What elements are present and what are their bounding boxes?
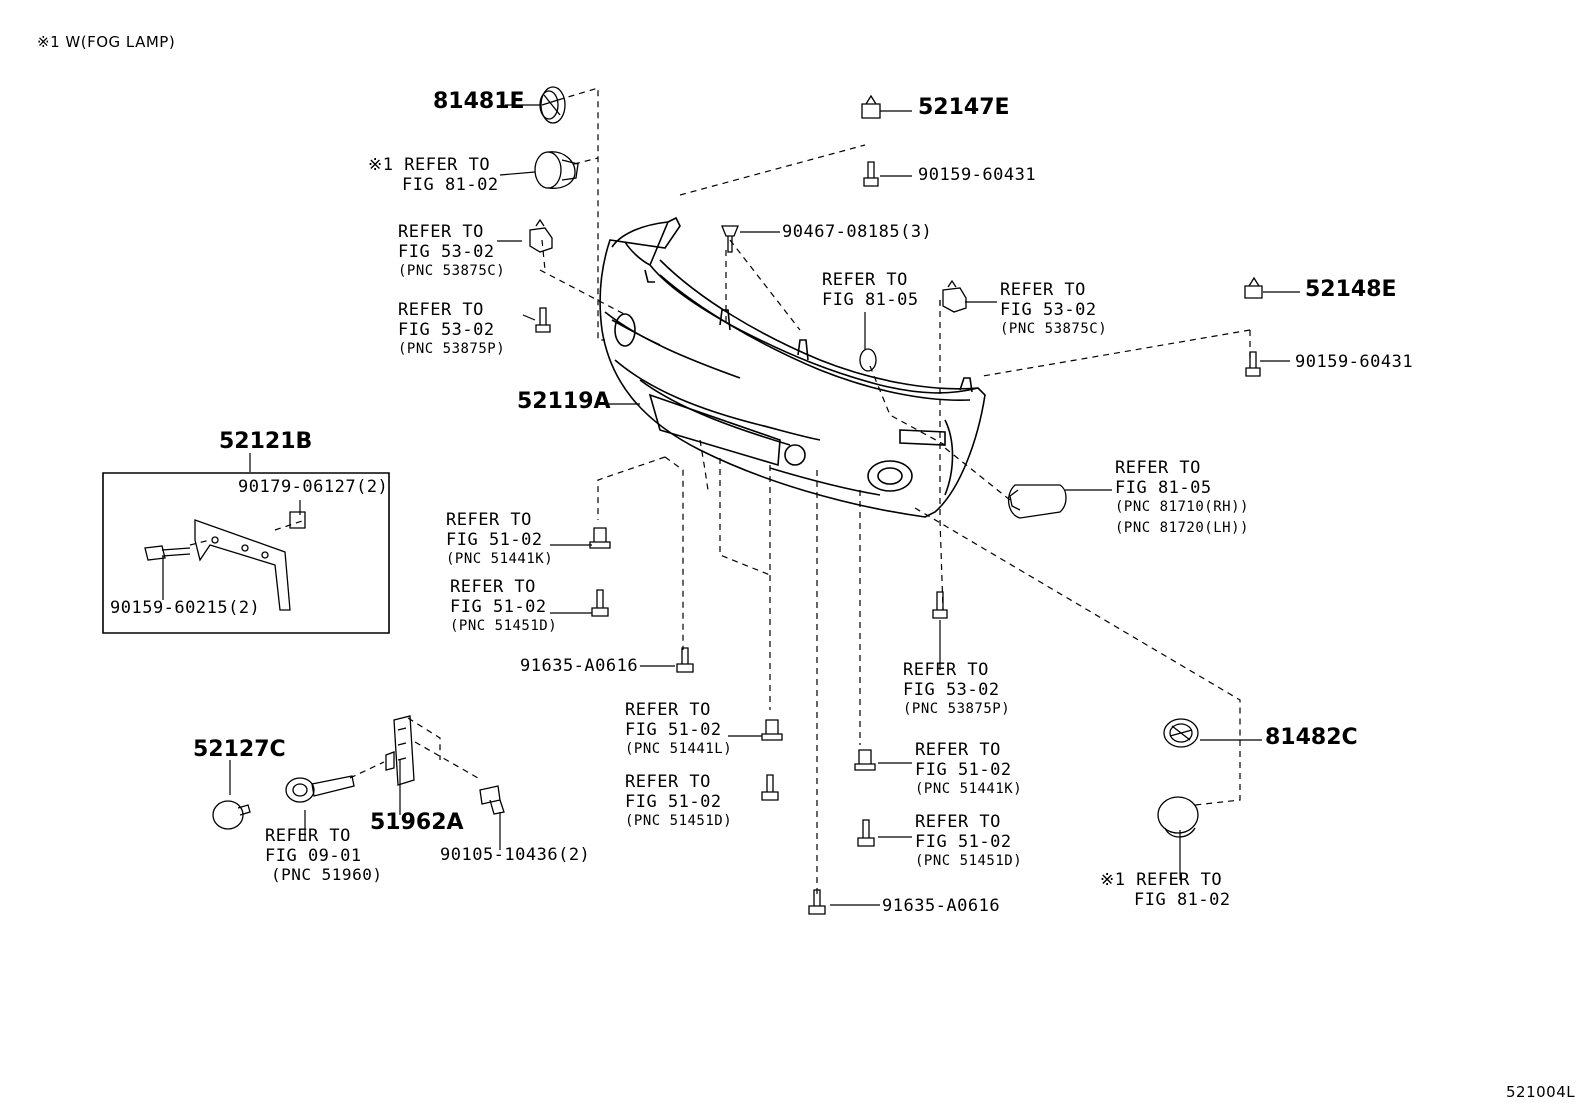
ref-pnc: (PNC 51960) [271, 865, 383, 884]
ref-51451d-right[interactable]: REFER TO FIG 51-02 (PNC 51451D) [915, 812, 1022, 870]
part-91635-a0616-left[interactable]: 91635-A0616 [520, 656, 639, 676]
fog-lamp-bottom-drawing [1158, 797, 1198, 837]
ref-fig: FIG 81-05 [822, 290, 919, 310]
bumper-cover-drawing [600, 218, 985, 517]
ref-line: REFER TO [1000, 280, 1086, 300]
part-51962a[interactable]: 51962A [370, 810, 464, 835]
ref-53875p-right[interactable]: REFER TO FIG 53-02 (PNC 53875P) [903, 660, 1010, 718]
ref-pnc: (PNC 51451D) [625, 813, 733, 829]
ref-fig: FIG 09-01 [265, 846, 362, 866]
ref-pnc: (PNC 51441K) [446, 551, 554, 567]
bracket-inset [103, 473, 389, 633]
ref-pnc: (PNC 53875P) [903, 701, 1011, 717]
figure-code: 521004L [1506, 1083, 1576, 1101]
ref-fig: FIG 81-05 [1115, 478, 1212, 498]
part-52119a[interactable]: 52119A [517, 389, 611, 414]
ref-53875c-left[interactable]: REFER TO FIG 53-02 (PNC 53875C) [398, 222, 505, 280]
ref-line: REFER TO [625, 700, 711, 720]
ref-53875p-left[interactable]: REFER TO FIG 53-02 (PNC 53875P) [398, 300, 505, 358]
fasteners [530, 87, 1262, 914]
part-90179-06127[interactable]: 90179-06127(2) [238, 477, 389, 497]
ref-fig: FIG 53-02 [1000, 300, 1097, 320]
part-81481e[interactable]: 81481E [433, 89, 525, 114]
ref-51451d-mid[interactable]: REFER TO FIG 51-02 (PNC 51451D) [625, 772, 732, 830]
ref-line: REFER TO [1115, 458, 1201, 478]
ref-53875c-right[interactable]: REFER TO FIG 53-02 (PNC 53875C) [1000, 280, 1107, 338]
part-81482c[interactable]: 81482C [1265, 725, 1358, 750]
part-52148e[interactable]: 52148E [1305, 277, 1397, 302]
fog-mark-top: ※1 [368, 155, 394, 175]
fog-lamp-top-drawing [535, 152, 578, 189]
ref-pnc: (PNC 53875C) [398, 263, 506, 279]
ref-81-05-mid[interactable]: REFER TO FIG 81-05 [822, 270, 919, 310]
ref-line: REFER TO [1136, 870, 1223, 890]
part-90105-10436[interactable]: 90105-10436(2) [440, 845, 591, 865]
ref-pnc: (PNC 51451D) [450, 618, 558, 634]
ref-line: REFER TO [404, 155, 491, 175]
ref-fig: FIG 81-02 [402, 175, 499, 195]
ref-line: REFER TO [915, 812, 1001, 832]
ref-pnc: (PNC 81710(RH)) [1115, 499, 1249, 515]
ref-fog-lamp-top[interactable]: ※1 REFER TO FIG 81-02 [368, 155, 499, 195]
ref-line: REFER TO [903, 660, 989, 680]
ref-pnc: (PNC 81720(LH)) [1115, 520, 1249, 536]
ref-line: REFER TO [398, 222, 484, 242]
ref-line: REFER TO [625, 772, 711, 792]
ref-fig: FIG 51-02 [625, 792, 722, 812]
ref-51441k-left[interactable]: REFER TO FIG 51-02 (PNC 51441K) [446, 510, 553, 568]
part-52121b[interactable]: 52121B [219, 429, 313, 454]
ref-line: REFER TO [450, 577, 536, 597]
ref-line: REFER TO [265, 826, 351, 846]
ref-fig: FIG 53-02 [903, 680, 1000, 700]
ref-fig: FIG 51-02 [915, 760, 1012, 780]
ref-pnc: (PNC 53875C) [1000, 321, 1108, 337]
ref-pnc: (PNC 53875P) [398, 341, 506, 357]
ref-fig: FIG 53-02 [398, 242, 495, 262]
part-90159-60215[interactable]: 90159-60215(2) [110, 598, 261, 618]
ref-51441l[interactable]: REFER TO FIG 51-02 (PNC 51441L) [625, 700, 732, 758]
ref-pnc: (PNC 51441K) [915, 781, 1023, 797]
part-91635-a0616-bottom[interactable]: 91635-A0616 [882, 896, 1001, 916]
fog-mark-bottom: ※1 [1100, 870, 1126, 890]
ref-pnc: (PNC 51441L) [625, 741, 733, 757]
ref-09-01[interactable]: REFER TO FIG 09-01 (PNC 51960) [265, 826, 382, 884]
tow-hook-group [213, 716, 504, 829]
ref-51441k-right[interactable]: REFER TO FIG 51-02 (PNC 51441K) [915, 740, 1022, 798]
part-52127c[interactable]: 52127C [193, 737, 286, 762]
part-90159-60431-top[interactable]: 90159-60431 [918, 165, 1037, 185]
ref-fog-lamp-bottom[interactable]: ※1 REFER TO FIG 81-02 [1100, 870, 1231, 910]
ref-line: REFER TO [398, 300, 484, 320]
cover-81481e-drawing [540, 87, 565, 123]
ref-81-05-right[interactable]: REFER TO FIG 81-05 (PNC 81710(RH)) (PNC … [1115, 458, 1249, 537]
ref-line: REFER TO [822, 270, 908, 290]
part-90467-08185[interactable]: 90467-08185(3) [782, 222, 933, 242]
ref-line: REFER TO [446, 510, 532, 530]
ref-51451d-left[interactable]: REFER TO FIG 51-02 (PNC 51451D) [450, 577, 557, 635]
cover-81482c-drawing [1164, 719, 1198, 747]
ref-fig: FIG 51-02 [446, 530, 543, 550]
ref-fig: FIG 51-02 [625, 720, 722, 740]
ref-fig: FIG 53-02 [398, 320, 495, 340]
part-52147e[interactable]: 52147E [918, 95, 1010, 120]
part-90159-60431-right[interactable]: 90159-60431 [1295, 352, 1414, 372]
leader-lines [190, 88, 1250, 895]
ref-pnc: (PNC 51451D) [915, 853, 1023, 869]
ref-line: REFER TO [915, 740, 1001, 760]
fog-lamp-note: ※1 W(FOG LAMP) [37, 33, 176, 51]
ref-fig: FIG 51-02 [450, 597, 547, 617]
ref-fig: FIG 81-02 [1134, 890, 1231, 910]
ref-fig: FIG 51-02 [915, 832, 1012, 852]
